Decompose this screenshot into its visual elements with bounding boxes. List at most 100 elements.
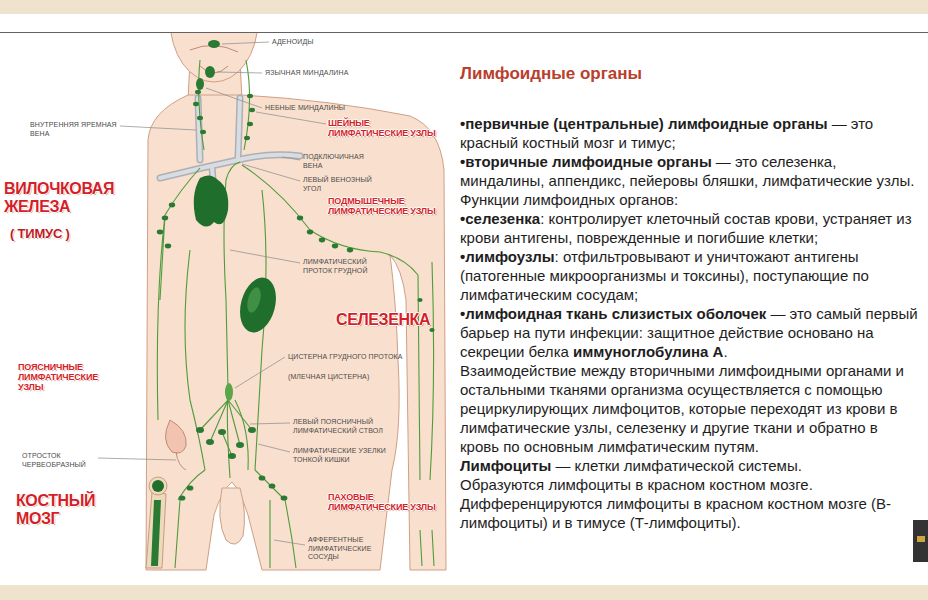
lymph-node: [225, 383, 233, 401]
paragraph: •первичные (центральные) лимфоидные орга…: [460, 114, 920, 152]
body-text: Взаимодействие между вторичными лимфоидн…: [460, 362, 904, 455]
bone: [149, 477, 167, 495]
part-label: ЛИМФАТИЧЕСКИЙ ПРОТОК ГРУДНОЙ: [303, 258, 371, 275]
label-anchor: АДЕНОИДЫ: [272, 38, 342, 47]
label-anchor: ПОДКЛЮЧИЧНАЯ ВЕНА: [303, 153, 373, 170]
label-anchor: ОТРОСТОК ЧЕРВЕОБРАЗНЫЙ: [22, 452, 94, 469]
bone: [152, 480, 164, 492]
logo: [917, 536, 925, 542]
page-title: Лимфоидные органы: [460, 64, 642, 84]
paragraph: •селезенка: контролирует клеточный соста…: [460, 209, 920, 247]
tonsil: [208, 40, 220, 48]
lymph-node: [332, 244, 338, 249]
lymph-vessel: [200, 400, 252, 456]
leader-line: [235, 357, 285, 388]
lymph-vessel: [418, 262, 434, 566]
leader-line: [120, 126, 196, 130]
leader-line: [258, 444, 290, 452]
frame-band: [0, 0, 928, 14]
lymph-node: [307, 230, 313, 235]
part-label: ВНУТРЕННЯЯ ЯРЕМНАЯ ВЕНА: [30, 121, 122, 138]
bold-term: иммуноглобулина А: [573, 343, 724, 360]
part-label: ЯЗЫЧНАЯ МИНДАЛИНА: [265, 69, 365, 78]
lymph-node: [236, 442, 244, 448]
appendix: [176, 452, 186, 470]
leader-line: [250, 423, 290, 424]
spleen-organ: [245, 286, 263, 314]
body-outline: [220, 488, 245, 544]
leader-line: [282, 157, 300, 160]
lymph-node: [162, 216, 168, 221]
paragraph: Образуются лимфоциты в красном костном м…: [460, 475, 920, 494]
appendix: [165, 420, 186, 470]
bone: [151, 500, 161, 566]
tonsil: [196, 40, 220, 90]
lymph-vessel: [157, 168, 200, 420]
bold-term: •селезенка: [460, 210, 540, 227]
label-anchor: НЕБНЫЕ МИНДАЛИНЫ: [265, 104, 365, 113]
label-anchor: (МЛЕЧНАЯ ЦИСТЕРНА): [288, 373, 410, 382]
logo: [913, 520, 928, 562]
label-anchor: ЛЕВЫЙ ВЕНОЗНЫЙ УГОЛ: [303, 176, 375, 193]
part-label: ЛЕВЫЙ ПОЯСНИЧНЫЙ ЛИМФАТИЧЕСКИЙ СТВОЛ: [293, 418, 393, 435]
tonsil: [196, 78, 204, 90]
bold-term: •лимфоузлы: [460, 248, 555, 265]
organ-label: ПОЯСНИЧНЫЕ ЛИМФАТИЧЕСКИЕ УЗЛЫ: [18, 362, 118, 392]
lymph-node: [417, 298, 422, 302]
lymph-node: [206, 439, 214, 445]
lymph-node: [429, 328, 434, 332]
lymph-node: [218, 429, 226, 435]
frame-band: [0, 585, 928, 600]
part-label: ЦИСТЕРНА ГРУДНОГО ПРОТОКА: [288, 353, 410, 362]
lymph-node: [193, 102, 199, 106]
tonsil: [205, 66, 215, 78]
body-text: Образуются лимфоциты в красном костном м…: [460, 476, 813, 493]
leader-line: [242, 164, 300, 181]
label-anchor: ЛЕВЫЙ ПОЯСНИЧНЫЙ ЛИМФАТИЧЕСКИЙ СТВОЛ: [293, 418, 393, 435]
spleen-organ: [234, 274, 281, 337]
lymph-node: [197, 116, 203, 120]
label-anchor: ЯЗЫЧНАЯ МИНДАЛИНА: [265, 69, 365, 78]
organ-label: ШЕЙНЫЕ ЛИМФАТИЧЕСКИЕ УЗЛЫ: [328, 118, 446, 138]
lymph-node: [319, 238, 325, 243]
leader-line: [98, 458, 176, 460]
label-anchor: ПОДМЫШЕЧНЫЕ ЛИМФАТИЧЕСКИЕ УЗЛЫ: [328, 196, 446, 216]
part-label: ОТРОСТОК ЧЕРВЕОБРАЗНЫЙ: [22, 452, 94, 469]
label-anchor: ПАХОВЫЕ ЛИМФАТИЧЕСКИЕ УЗЛЫ: [328, 492, 446, 512]
label-anchor: ВИЛОЧКОВАЯ ЖЕЛЕЗА: [4, 180, 139, 216]
leader-line: [222, 42, 269, 44]
body-outline: [170, 33, 258, 82]
paragraph: •вторичные лимфоидные органы— это селезе…: [460, 152, 920, 190]
lymph-vessel: [242, 165, 418, 275]
vein: [160, 98, 300, 196]
bold-term: •вторичные лимфоидные органы: [460, 153, 712, 170]
part-label: ПОДКЛЮЧИЧНАЯ ВЕНА: [303, 153, 373, 170]
lymph-node: [244, 136, 250, 140]
body-text: Дифференцируются лимфоциты в красном кос…: [460, 495, 891, 531]
lymph-node: [248, 427, 256, 433]
part-label: АФФЕРЕНТНЫЕ ЛИМФАТИЧЕСКИЕ СОСУДЫ: [308, 536, 380, 562]
label-anchor: ЛИМФАТИЧЕСКИЕ УЗЕЛКИ ТОНКОЙ КИШКИ: [293, 447, 393, 464]
body-text: — клетки лимфатической системы.: [555, 457, 801, 474]
label-anchor: СЕЛЕЗЕНКА: [336, 311, 446, 329]
lymph-node: [157, 90, 435, 501]
lymph-node: [179, 495, 186, 500]
lymph-node: [200, 130, 206, 134]
body-outline: [146, 95, 446, 570]
lymph-vessel: [235, 400, 248, 470]
leader-line: [274, 540, 305, 545]
paragraph: Дифференцируются лимфоциты в красном кос…: [460, 494, 920, 532]
leader-line: [206, 88, 262, 108]
lymph-node: [169, 203, 175, 208]
label-anchor: КОСТНЫЙ МОЗГ: [16, 492, 104, 528]
paragraph: •лимфоузлы: отфильтровывают и уничтожают…: [460, 247, 920, 304]
paragraph: Лимфоциты— клетки лимфатической системы.: [460, 456, 920, 475]
appendix: [165, 420, 186, 453]
label-anchor: АФФЕРЕНТНЫЕ ЛИМФАТИЧЕСКИЕ СОСУДЫ: [308, 536, 380, 562]
body-text: .: [723, 343, 727, 360]
label-anchor: ПОЯСНИЧНЫЕ ЛИМФАТИЧЕСКИЕ УЗЛЫ: [18, 362, 118, 392]
lymph-vessel: [175, 500, 296, 568]
label-anchor: ВНУТРЕННЯЯ ЯРЕМНАЯ ВЕНА: [30, 121, 122, 138]
